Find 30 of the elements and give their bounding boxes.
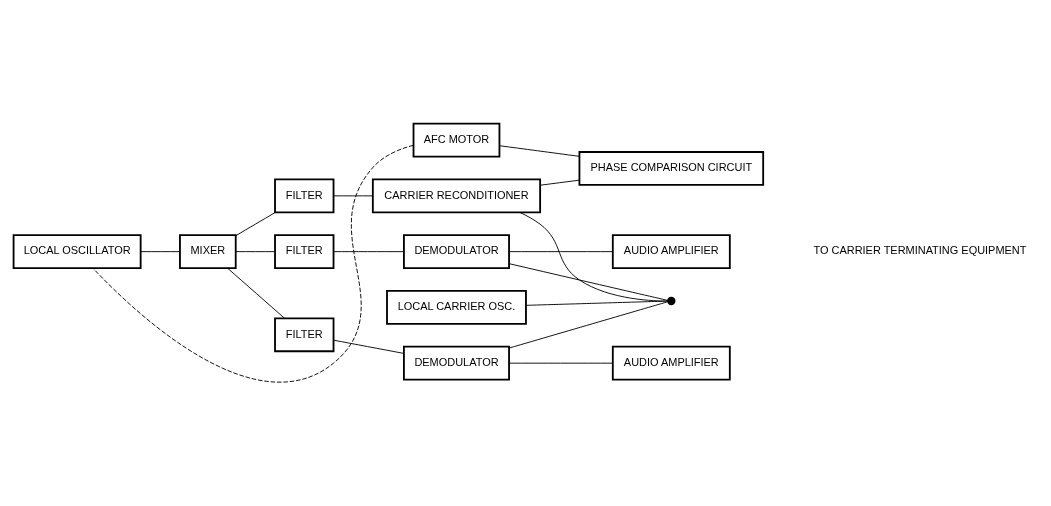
node-box: CARRIER RECONDITIONER: [371, 178, 542, 214]
connector: [539, 179, 580, 186]
connector: [333, 195, 374, 197]
node-box: AUDIO AMPLIFIER: [611, 345, 731, 381]
node-box: AUDIO AMPLIFIER: [611, 234, 731, 269]
connector: [333, 339, 405, 354]
node-box: AFC MOTOR: [412, 122, 501, 158]
connector: [333, 251, 405, 253]
node-box: LOCAL CARRIER OSC.: [386, 290, 527, 325]
connector: [508, 301, 669, 349]
connector: [499, 145, 580, 157]
node-box: DEMODULATOR: [403, 345, 510, 381]
node-box: FILTER: [274, 234, 335, 269]
connector: [92, 144, 414, 383]
connector: [227, 268, 286, 319]
connector: [525, 300, 669, 306]
node-box: FILTER: [274, 317, 335, 353]
connector: [508, 362, 614, 364]
connector: [140, 251, 181, 253]
node-switch: [667, 296, 676, 306]
label: TO CARRIER TERMINATING EQUIPMENT: [813, 244, 1027, 257]
connector: [508, 251, 614, 253]
node-box: LOCAL OSCILLATOR: [12, 234, 142, 269]
connector: [235, 212, 276, 237]
node-box: DEMODULATOR: [403, 234, 510, 269]
connector: [508, 263, 669, 301]
node-box: PHASE COMPARISON CIRCUIT: [578, 151, 765, 186]
connector: [235, 251, 276, 253]
node-box: MIXER: [179, 234, 237, 269]
node-box: FILTER: [274, 178, 335, 214]
